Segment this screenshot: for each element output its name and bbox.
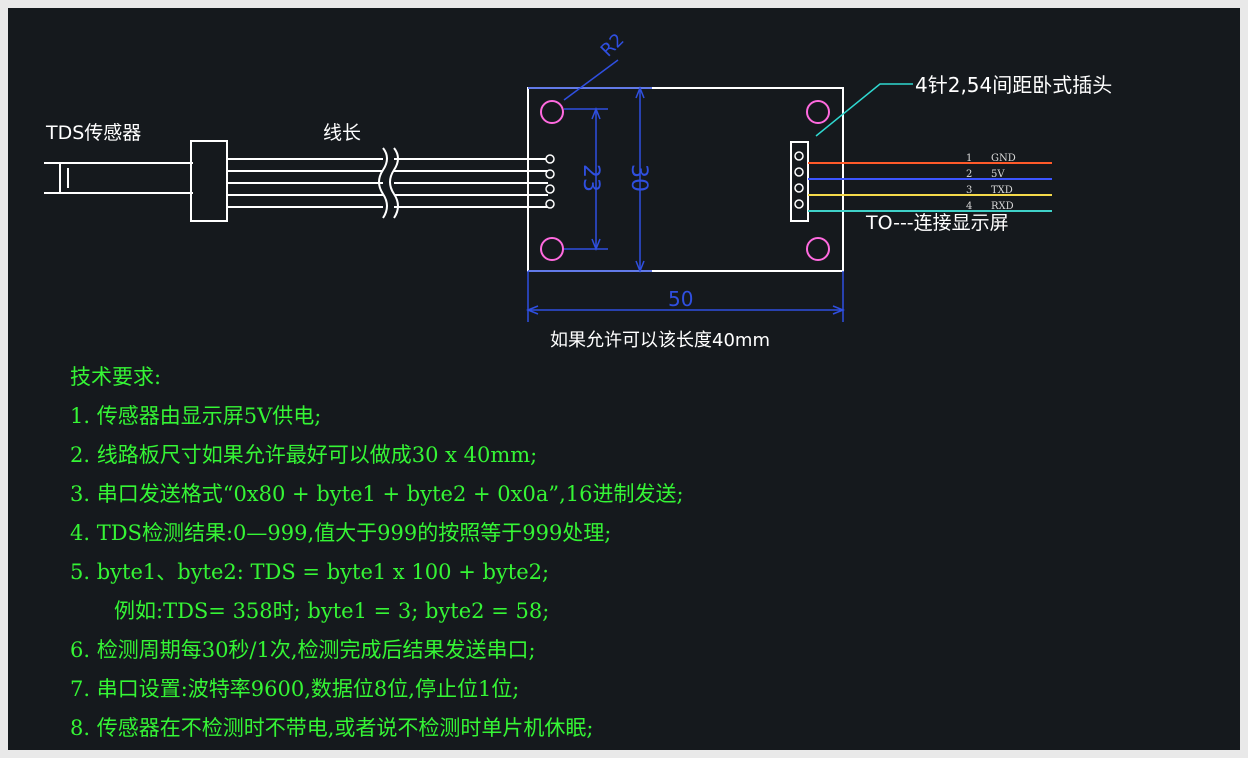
requirement-item: 4. TDS检测结果:0—999,值大于999的按照等于999处理; [70,521,612,545]
requirement-item: 6. 检测周期每30秒/1次,检测完成后结果发送串口; [70,638,536,662]
tds-probe [44,140,383,222]
dim-height [528,85,652,274]
requirement-item: 3. 串口发送格式“0x80 + byte1 + byte2 + 0x0a”,1… [70,482,684,506]
requirement-item: 2. 线路板尺寸如果允许最好可以做成30 x 40mm; [70,443,538,467]
header-callout-leader [815,83,913,137]
requirement-item: 5. byte1、byte2: TDS = byte1 x 100 + byte… [70,560,550,584]
pin-number: 3 [966,185,972,196]
pin-header [790,141,809,222]
pin-number: 4 [966,201,972,212]
pin-name: GND [991,153,1016,164]
requirement-item: 1. 传感器由显示屏5V供电; [70,404,322,428]
cable-wires [394,158,548,208]
display-note: TO---连接显示屏 [865,212,1009,234]
requirement-example: 例如:TDS= 358时; byte1 = 3; byte2 = 58; [114,599,550,623]
cable-solder-pads [545,154,555,209]
dim-width [525,271,846,322]
pcb-outline [527,87,844,272]
mounting-holes [540,100,830,261]
hole-radius-callout: R2 [563,29,629,101]
technical-requirements: 技术要求: 1. 传感器由显示屏5V供电; 2. 线路板尺寸如果允许最好可以做成… [70,358,684,748]
pin-name: TXD [991,185,1013,196]
sensor-label: TDS传感器 [45,122,141,144]
requirement-item: 7. 串口设置:波特率9600,数据位8位,停止位1位; [70,677,520,701]
dim-hole-spacing-label: 23 [578,164,603,192]
cable-label: 线长 [323,122,361,144]
requirements-title: 技术要求: [70,365,162,389]
hole-radius-label: R2 [597,29,629,61]
dim-height-label: 30 [626,164,651,192]
dim-width-label: 50 [668,287,693,311]
drawing-screen: R2 23 30 50 如果允许可以该长度40mm [8,8,1240,750]
dim-hole-spacing [564,106,608,252]
pin-wires: 1 GND 2 5V 3 TXD 4 RXD [808,153,1052,212]
pin-name: RXD [991,201,1014,212]
pin-number: 1 [966,153,972,164]
header-callout-label: 4针2,54间距卧式插头 [915,73,1112,97]
pin-name: 5V [991,169,1005,180]
pin-number: 2 [966,169,972,180]
width-note: 如果允许可以该长度40mm [550,330,770,351]
sensor-schematic: R2 23 30 50 如果允许可以该长度40mm [44,29,1112,351]
requirement-item: 8. 传感器在不检测时不带电,或者说不检测时单片机休眠; [70,716,594,740]
